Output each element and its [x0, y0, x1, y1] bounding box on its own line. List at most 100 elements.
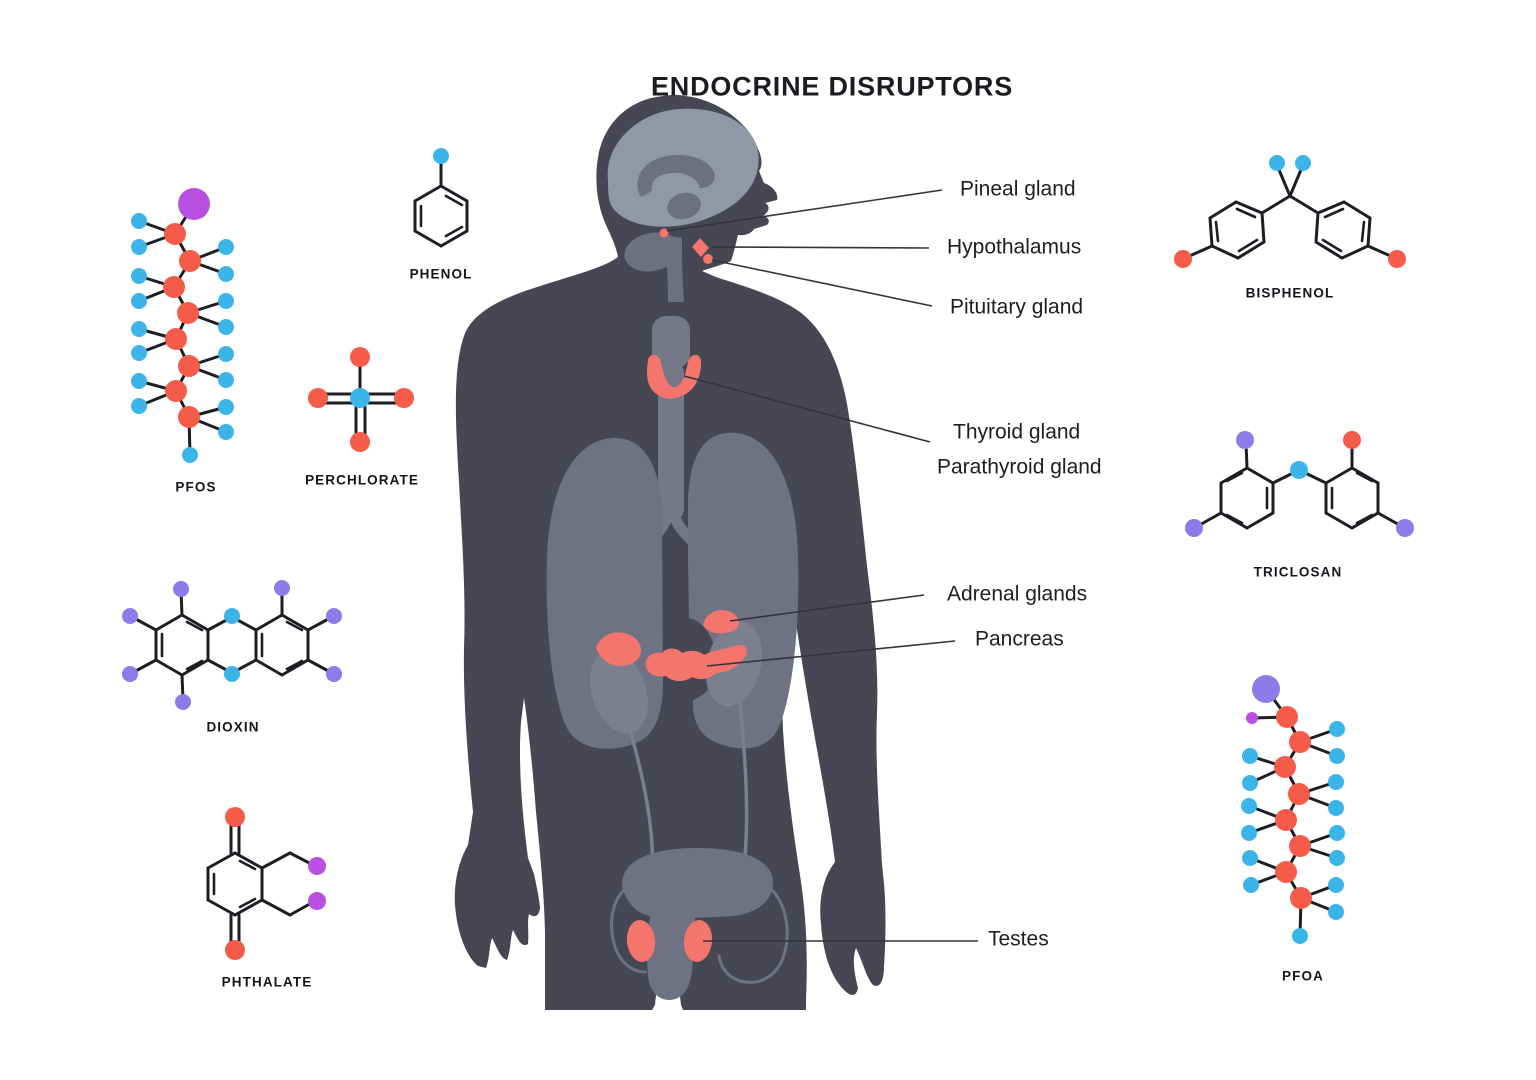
gland-label-testes: Testes — [988, 927, 1049, 951]
bond — [238, 859, 257, 871]
atom-mol_blue — [131, 373, 147, 389]
atom-mol_violet — [1185, 519, 1203, 537]
hypothalamus-shape — [692, 238, 709, 257]
atom-mol_red — [1343, 431, 1361, 449]
atom-mol_blue — [1329, 748, 1345, 764]
pineal-gland-shape — [659, 228, 669, 238]
gland-label-adrenal: Adrenal glands — [947, 582, 1088, 606]
atom-mol_blue — [218, 266, 234, 282]
bond — [206, 898, 237, 917]
bond — [185, 620, 204, 632]
bond — [444, 194, 464, 207]
bond — [154, 613, 184, 632]
atom-mol_blue — [131, 398, 147, 414]
atom-mol_blue — [131, 239, 147, 255]
atom-mol_violet — [1396, 519, 1414, 537]
right-adrenal-gland-shape — [703, 610, 739, 634]
atom-mol_red — [350, 432, 370, 452]
atom-mol_red — [178, 406, 200, 428]
bladder-prostate-shape — [622, 848, 774, 1000]
atom-mol_magenta — [178, 188, 210, 220]
atom-mol_red — [179, 250, 201, 272]
bond — [439, 229, 469, 248]
atom-mol_red — [225, 940, 245, 960]
atom-mol_blue — [224, 666, 240, 682]
bond — [1237, 238, 1259, 253]
bond — [254, 613, 284, 632]
gland-label-thyroid: Thyroid gland — [953, 420, 1081, 444]
atom-mol_blue — [1328, 877, 1344, 893]
bond — [1324, 511, 1354, 530]
bond — [1208, 216, 1214, 248]
atom-mol_violet — [326, 608, 342, 624]
bond — [413, 184, 443, 203]
atom-mol_blue — [1290, 461, 1308, 479]
atom-mol_violet — [175, 694, 191, 710]
bond — [1360, 220, 1366, 243]
atom-mol_red — [1288, 783, 1310, 805]
atom-mol_red — [1274, 756, 1296, 778]
bond — [1219, 466, 1249, 485]
atom-mol_violet — [1252, 675, 1280, 703]
atom-mol_blue — [131, 321, 147, 337]
bond — [444, 225, 464, 238]
bond — [233, 898, 264, 917]
bond — [238, 897, 257, 909]
atom-mol_blue — [1329, 721, 1345, 737]
atom-mol_red — [1290, 887, 1312, 909]
molecule-dioxin — [122, 580, 342, 710]
atom-mol_blue — [218, 293, 234, 309]
bond — [1323, 207, 1345, 219]
atom-mol_red — [163, 276, 185, 298]
molecule-label-dioxin: DIOXIN — [206, 719, 260, 735]
atom-mol_blue — [1295, 155, 1311, 171]
molecule-pfoa — [1241, 675, 1345, 944]
thalamus-shape — [667, 192, 701, 220]
corpus-callosum-shape — [637, 154, 715, 197]
molecule-pfos — [131, 188, 234, 463]
bond — [1260, 211, 1266, 244]
pituitary-gland-shape — [703, 254, 713, 264]
atom-mol_blue — [1242, 775, 1258, 791]
bond — [1321, 238, 1343, 253]
atom-mol_red — [1289, 731, 1311, 753]
atom-mol_blue — [1241, 825, 1257, 841]
atom-mol_violet — [326, 666, 342, 682]
bond — [154, 658, 184, 677]
leader-line-adrenal — [729, 594, 925, 622]
gland-label-hypothalamus: Hypothalamus — [947, 235, 1082, 259]
atom-mol_violet — [173, 581, 189, 597]
bond — [280, 658, 310, 677]
molecules-group — [122, 148, 1414, 960]
atom-mol_red — [1276, 706, 1298, 728]
atom-mol_red — [1275, 809, 1297, 831]
bond — [1342, 200, 1372, 220]
bond — [180, 613, 210, 632]
right-lung-shape — [688, 432, 799, 749]
bond — [1236, 240, 1266, 260]
atom-mol_blue — [131, 268, 147, 284]
bond — [180, 658, 210, 677]
bond — [1340, 244, 1370, 260]
leader-lines-group — [666, 189, 978, 942]
right-testis-gland — [683, 920, 713, 962]
atom-mol_red — [394, 388, 414, 408]
atom-mol_blue — [131, 345, 147, 361]
atom-mol_violet — [122, 608, 138, 624]
atom-mol_red — [178, 355, 200, 377]
scrotum-outline-shape — [610, 886, 789, 984]
atom-mol_blue — [131, 213, 147, 229]
thyroid-gland-shape — [647, 354, 702, 399]
atom-mol_red — [308, 388, 328, 408]
left-testis-gland — [626, 920, 656, 962]
atom-mol_magenta — [308, 857, 326, 875]
left-adrenal-gland-shape — [596, 632, 641, 667]
leader-line-pineal — [666, 189, 943, 232]
atom-mol_red — [225, 807, 245, 827]
atom-mol_magenta — [308, 892, 326, 910]
gland-label-pancreas: Pancreas — [975, 627, 1064, 651]
atom-mol_blue — [350, 388, 370, 408]
bond — [1208, 200, 1238, 220]
